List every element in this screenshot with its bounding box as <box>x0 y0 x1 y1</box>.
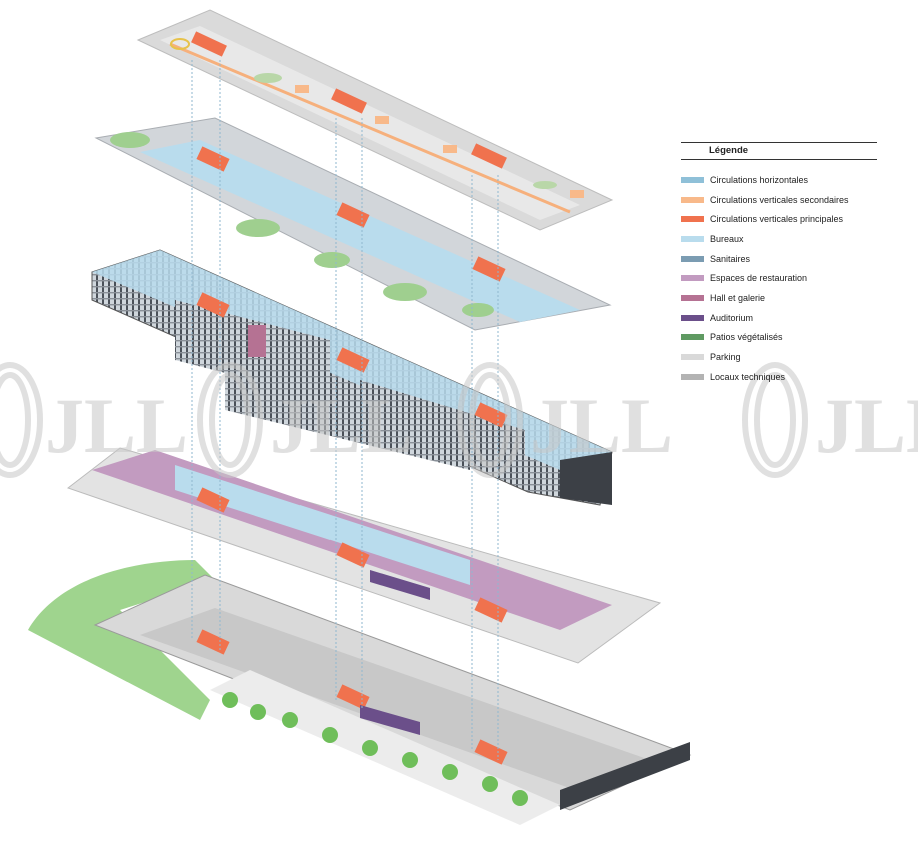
legend-label: Patios végétalisés <box>710 332 783 343</box>
legend-label: Circulations horizontales <box>710 174 809 185</box>
legend-item: Sanitaires <box>681 249 877 269</box>
legend-label: Bureaux <box>710 233 744 244</box>
watermark-text: JLL <box>530 382 673 469</box>
legend-item: Espaces de restauration <box>681 268 877 288</box>
legend-label: Circulations verticales secondaires <box>710 194 849 205</box>
legend-item: Patios végétalisés <box>681 328 877 348</box>
watermark-text: JLL <box>815 382 918 469</box>
watermark-text: JLL <box>270 382 413 469</box>
terrace-level <box>94 117 612 331</box>
legend-item: Hall et galerie <box>681 288 877 308</box>
legend-item: Auditorium <box>681 308 877 328</box>
legend-item: Circulations verticales principales <box>681 209 877 229</box>
legend-swatch <box>681 334 704 341</box>
legend-title: Légende <box>681 142 877 160</box>
legend-swatch <box>681 294 704 301</box>
legend-swatch <box>681 216 704 223</box>
parking-level <box>28 560 692 825</box>
legend-item: Locaux techniques <box>681 367 877 387</box>
legend-item: Bureaux <box>681 229 877 249</box>
legend-swatch <box>681 275 704 282</box>
legend-swatch <box>681 255 704 262</box>
legend-swatch <box>681 176 704 183</box>
legend-label: Circulations verticales principales <box>710 214 844 225</box>
legend-label: Locaux techniques <box>710 371 786 382</box>
legend-label: Parking <box>710 352 741 363</box>
legend-label: Auditorium <box>710 312 754 323</box>
legend-swatch <box>681 373 704 380</box>
legend-swatch <box>681 314 704 321</box>
legend-swatch <box>681 354 704 361</box>
core-connector-lines <box>191 60 499 760</box>
legend-swatch <box>681 196 704 203</box>
legend-label: Hall et galerie <box>710 292 766 303</box>
legend-item: Parking <box>681 347 877 367</box>
ground-floor <box>66 447 662 664</box>
office-floors <box>91 249 613 506</box>
legend-swatch <box>681 235 704 242</box>
legend-item: Circulations verticales secondaires <box>681 190 877 210</box>
watermark-text: JLL <box>45 382 188 469</box>
legend-label: Espaces de restauration <box>710 273 808 284</box>
roof-level <box>136 9 614 231</box>
legend-label: Sanitaires <box>710 253 751 264</box>
legend-item: Circulations horizontales <box>681 170 877 190</box>
jll-watermark: JLL JLL JLL JLL <box>0 362 918 478</box>
